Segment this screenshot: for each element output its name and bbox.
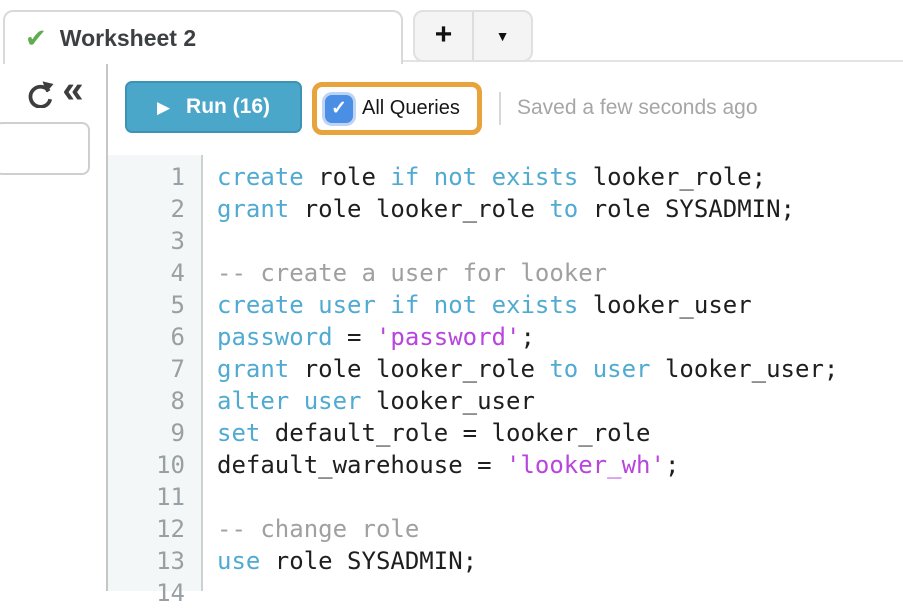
plus-icon: + [434, 17, 453, 51]
run-button-label: Run (16) [186, 95, 271, 118]
tab-worksheet-2[interactable]: ✔ Worksheet 2 [3, 10, 403, 64]
code-text: grant role looker_role to role SYSADMIN; [217, 195, 795, 223]
line-number: 10 [156, 451, 185, 479]
code-line[interactable]: 7 grant role looker_role to user looker_u… [108, 353, 903, 385]
sidebar-search-input[interactable] [0, 122, 90, 175]
all-queries-checkbox[interactable]: ✓ [325, 94, 353, 123]
double-chevron-left-icon: « [62, 69, 84, 111]
code-line[interactable]: 3 [108, 225, 903, 257]
line-number: 3 [170, 227, 185, 255]
code-line[interactable]: 9 set default_role = looker_role [108, 417, 903, 449]
code-line[interactable]: 12 -- change role [108, 513, 903, 545]
code-text: grant role looker_role to user looker_us… [217, 355, 839, 383]
all-queries-label: All Queries [362, 97, 460, 119]
worksheet-menu-button[interactable]: ▼ [474, 12, 531, 60]
code-text [205, 481, 217, 513]
code-text: create role if not exists looker_role; [217, 163, 767, 191]
run-button[interactable]: ▶ Run (16) [125, 81, 302, 133]
line-number: 9 [170, 419, 185, 447]
code-line[interactable]: 10 default_warehouse = 'looker_wh'; [108, 449, 903, 481]
play-icon: ▶ [156, 97, 171, 117]
line-number: 1 [170, 163, 185, 191]
toolbar-divider [499, 92, 501, 125]
code-line[interactable]: 6 password = 'password'; [108, 321, 903, 353]
tab-buttons-divider [472, 12, 474, 60]
editor-gutter [108, 155, 203, 591]
code-text: alter user looker_user [217, 387, 535, 415]
line-number: 7 [170, 355, 185, 383]
code-line[interactable]: 11 [108, 481, 903, 513]
line-number: 4 [170, 259, 185, 287]
code-text [205, 577, 217, 609]
saved-status-text: Saved a few seconds ago [517, 96, 758, 119]
tab-title: Worksheet 2 [59, 24, 197, 51]
panel-divider [106, 62, 108, 591]
line-number: 14 [156, 579, 185, 607]
code-text: default_warehouse = 'looker_wh'; [217, 451, 680, 479]
code-line[interactable]: 4 -- create a user for looker [108, 257, 903, 289]
code-text: use role SYSADMIN; [217, 547, 478, 575]
code-line[interactable]: 13 use role SYSADMIN; [108, 545, 903, 577]
saved-checkmark-icon: ✔ [25, 23, 47, 53]
code-line[interactable]: 14 [108, 577, 903, 609]
code-text: set default_role = looker_role [217, 419, 651, 447]
code-line[interactable]: 2 grant role looker_role to role SYSADMIN… [108, 193, 903, 225]
line-number: 12 [156, 515, 185, 543]
line-number: 2 [170, 195, 185, 223]
line-number: 8 [170, 387, 185, 415]
code-line[interactable]: 1 create role if not exists looker_role; [108, 161, 903, 193]
code-text: -- change role [217, 515, 420, 543]
collapse-panel-button[interactable]: « [57, 70, 89, 110]
caret-down-icon: ▼ [495, 28, 510, 44]
tab-actions-group: + ▼ [413, 10, 533, 62]
code-line[interactable]: 8 alter user looker_user [108, 385, 903, 417]
code-text: create user if not exists looker_user [217, 291, 752, 319]
new-worksheet-button[interactable]: + [415, 12, 472, 60]
code-text: password = 'password'; [217, 323, 535, 351]
line-number: 13 [156, 547, 185, 575]
checkbox-check-icon: ✓ [331, 98, 347, 119]
code-line[interactable]: 5 create user if not exists looker_user [108, 289, 903, 321]
refresh-button[interactable] [26, 80, 54, 109]
code-text [205, 225, 217, 257]
line-number: 5 [170, 291, 185, 319]
line-number: 6 [170, 323, 185, 351]
line-number: 11 [156, 483, 185, 511]
all-queries-highlight-box[interactable]: ✓ All Queries [312, 82, 482, 135]
refresh-icon [28, 81, 54, 109]
code-text: -- create a user for looker [217, 259, 608, 287]
tabbar-bottom-border [403, 60, 903, 62]
